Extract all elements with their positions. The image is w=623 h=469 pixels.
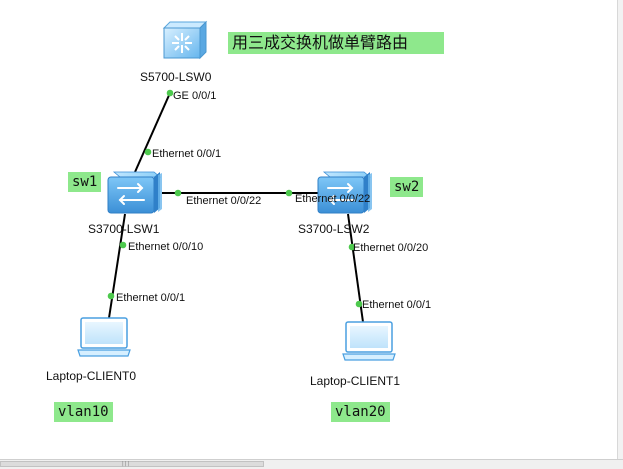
laptop-icon[interactable] — [77, 317, 131, 357]
link-core-sw1[interactable] — [134, 92, 171, 173]
port-dot-core-ge — [166, 89, 174, 97]
note-tag-sw1[interactable]: sw1 — [68, 172, 102, 192]
device-label-sw1: S3700-LSW1 — [88, 222, 160, 236]
port-label-sw2-trunk: Ethernet 0/0/22 — [295, 193, 371, 205]
core-switch-icon[interactable] — [162, 20, 208, 60]
note-tag-vlan20[interactable]: vlan20 — [331, 402, 390, 422]
device-label-sw2: S3700-LSW2 — [298, 222, 370, 236]
port-dot-sw2-access — [348, 243, 356, 251]
port-label-sw1-access: Ethernet 0/0/10 — [128, 241, 204, 253]
port-label-pc0: Ethernet 0/0/1 — [116, 292, 186, 304]
horizontal-scrollbar-thumb[interactable] — [0, 461, 264, 467]
port-dot-pc0 — [107, 292, 115, 300]
diagram-title: 用三成交换机做单臂路由 — [228, 32, 444, 54]
device-label-pc0: Laptop-CLIENT0 — [46, 369, 137, 383]
port-dot-sw1-trunk — [174, 189, 182, 197]
port-label-sw2-access: Ethernet 0/0/20 — [353, 242, 429, 254]
port-label-pc1: Ethernet 0/0/1 — [362, 299, 432, 311]
port-dot-sw2-trunk — [285, 189, 293, 197]
link-sw1-pc0[interactable] — [108, 213, 126, 319]
note-tag-sw2[interactable]: sw2 — [390, 177, 424, 197]
port-dot-pc1 — [355, 300, 363, 308]
stacked-switch-icon[interactable] — [107, 171, 162, 214]
scroll-grip-icon: ||| — [122, 461, 131, 467]
port-label-sw1-trunk: Ethernet 0/0/22 — [186, 195, 262, 207]
stacked-switch-icon[interactable] — [317, 171, 372, 214]
device-label-core: S5700-LSW0 — [140, 70, 212, 84]
vertical-scrollbar[interactable] — [617, 0, 623, 462]
device-label-pc1: Laptop-CLIENT1 — [310, 374, 401, 388]
note-tag-vlan10[interactable]: vlan10 — [54, 402, 113, 422]
port-dot-sw1-access — [119, 241, 127, 249]
laptop-icon[interactable] — [342, 321, 396, 361]
port-dots — [107, 89, 363, 308]
port-dot-sw1-uplink — [144, 148, 152, 156]
port-label-sw1-uplink: Ethernet 0/0/1 — [152, 148, 222, 160]
horizontal-scrollbar[interactable] — [0, 459, 623, 469]
port-label-core-ge: GE 0/0/1 — [173, 90, 217, 102]
